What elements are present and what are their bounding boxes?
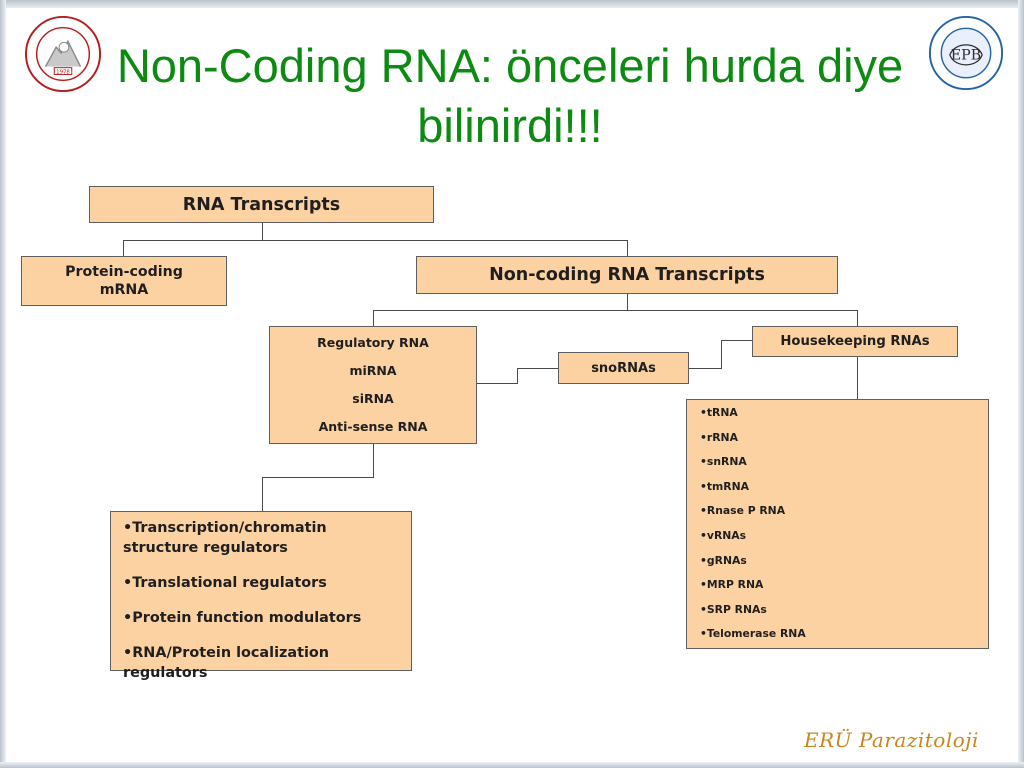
housekeeping-rnas-box: Housekeeping RNAs (752, 326, 958, 357)
regulatory-rna-item: siRNA (352, 391, 394, 406)
housekeeping-rna-list: •tRNA •rRNA •snRNA •tmRNA •Rnase P RNA •… (700, 406, 988, 642)
regulatory-targets-connector-h (262, 477, 374, 478)
regulatory-rna-box: Regulatory RNA miRNA siRNA Anti-sense RN… (269, 326, 477, 444)
housekeeping-connector (857, 310, 858, 326)
root-connector-vertical (262, 223, 263, 240)
root-connector-horizontal (123, 240, 628, 241)
snorna-to-regulatory-h1 (477, 383, 518, 384)
regulatory-targets-list: •Transcription/chromatin structure regul… (123, 518, 399, 683)
frame-border-top (0, 0, 1024, 8)
frame-border-bottom (0, 762, 1024, 768)
rna-transcripts-box: RNA Transcripts (89, 186, 434, 223)
erciyes-university-seal-icon: 1978 (24, 15, 102, 93)
footer-logo-text: ERÜ Parazitoloji (804, 728, 979, 752)
regulatory-target-item: •Translational regulators (123, 575, 327, 591)
housekeeping-rna-item: •snRNA (700, 455, 747, 469)
branch-horizontal (373, 310, 857, 311)
regulatory-rna-list: Regulatory RNA miRNA siRNA Anti-sense RN… (270, 335, 476, 434)
frame-border-right (1018, 0, 1024, 768)
snorna-to-housekeeping-h1 (689, 368, 722, 369)
regulatory-targets-connector-v2 (262, 477, 263, 512)
regulatory-connector (373, 310, 374, 326)
protein-coding-mrna-box: Protein-coding mRNA (21, 256, 227, 306)
noncoding-rna-transcripts-box: Non-coding RNA Transcripts (416, 256, 838, 294)
housekeeping-rna-item: •tmRNA (700, 479, 750, 493)
housekeeping-rna-item: •vRNAs (700, 528, 747, 542)
regulatory-rna-item: Regulatory RNA (317, 335, 429, 350)
regulatory-rna-item: miRNA (349, 363, 397, 378)
housekeeping-rna-item: •rRNA (700, 430, 738, 444)
left-logo-year: 1978 (56, 70, 70, 76)
noncoding-connector (627, 240, 628, 257)
regulatory-target-item: •RNA/Protein localization regulators (123, 645, 330, 681)
regulatory-target-item: •Transcription/chromatin structure regul… (123, 520, 327, 556)
snorna-to-housekeeping-h2 (721, 340, 752, 341)
regulatory-rna-item: Anti-sense RNA (318, 419, 428, 434)
parasitology-seal-icon: EPB (928, 15, 1004, 91)
noncoding-to-branch (627, 294, 628, 310)
housekeeping-rna-item: •Rnase P RNA (700, 504, 786, 518)
housekeeping-rna-list-box: •tRNA •rRNA •snRNA •tmRNA •Rnase P RNA •… (686, 399, 989, 649)
regulatory-targets-box: •Transcription/chromatin structure regul… (110, 511, 412, 681)
housekeeping-rna-item: •MRP RNA (700, 578, 764, 592)
snorna-to-housekeeping-v (721, 340, 722, 369)
regulatory-target-item: •Protein function modulators (123, 610, 362, 626)
snorna-to-regulatory-v (517, 368, 518, 384)
housekeeping-rna-item: •SRP RNAs (700, 602, 767, 616)
housekeeping-rna-item: •gRNAs (700, 553, 747, 567)
snorna-to-regulatory-h2 (517, 368, 558, 369)
housekeeping-list-connector (857, 357, 858, 399)
slide-title: Non-Coding RNA: önceleri hurda diye bili… (116, 39, 904, 152)
snornas-box: snoRNAs (558, 352, 689, 384)
protein-coding-connector (123, 240, 124, 257)
housekeeping-rna-item: •Telomerase RNA (700, 627, 806, 641)
footer-logo: ERÜ Parazitoloji (804, 728, 994, 762)
frame-border-left (0, 0, 6, 768)
regulatory-targets-connector-v1 (373, 444, 374, 478)
right-logo-monogram: EPB (951, 48, 981, 64)
housekeeping-rna-item: •tRNA (700, 406, 738, 419)
